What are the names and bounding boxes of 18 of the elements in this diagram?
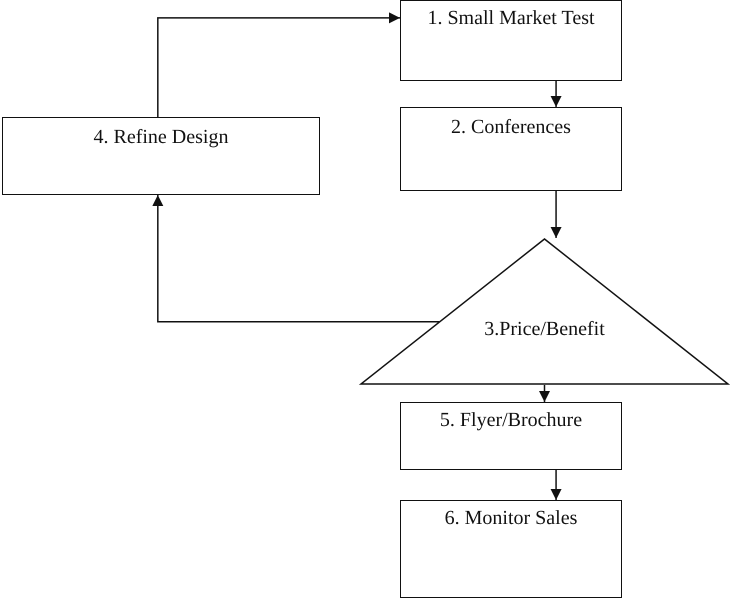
process-box (400, 402, 622, 470)
arrow (550, 470, 562, 500)
node-label: 2. Conferences (450, 116, 572, 139)
node-label: 5. Flyer/Brochure (438, 409, 584, 432)
process-box (2, 117, 320, 195)
arrow (539, 385, 550, 402)
arrow (550, 81, 562, 107)
node-label: 1. Small Market Test (426, 7, 596, 30)
arrow (157, 12, 400, 117)
node-label: 6. Monitor Sales (444, 507, 578, 530)
node-label: 4. Refine Design (92, 126, 230, 149)
decision-triangle (360, 238, 729, 385)
node-label: 3.Price/Benefit (483, 318, 606, 341)
process-box (400, 0, 622, 81)
arrow (152, 195, 440, 323)
arrow (550, 191, 562, 238)
process-box (400, 107, 622, 191)
process-box (400, 500, 622, 598)
